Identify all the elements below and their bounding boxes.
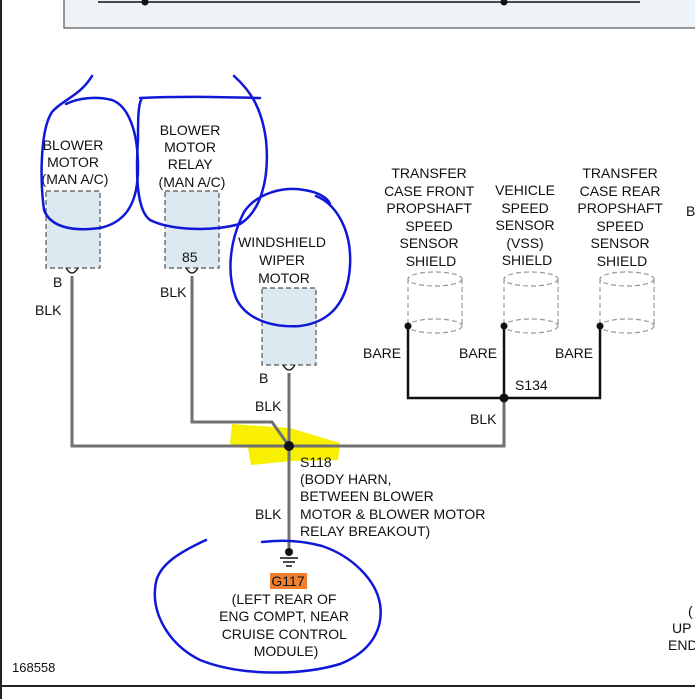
upper-splice-dot-right (500, 0, 508, 6)
annotation-circle-wiper-motor (229, 187, 352, 328)
windshield-wiper-motor-wire-label: BLK (255, 398, 282, 414)
splice-s134[interactable]: S134 BLK (470, 377, 548, 427)
annotation-circle-blower-motor (40, 74, 140, 231)
diagram-id: 168558 (12, 660, 55, 675)
vss-shield-top (503, 271, 559, 287)
g117-location-label: (LEFT REAR OF ENG COMPT, NEAR CRUISE CON… (219, 591, 353, 659)
annotation-circle-ground (153, 538, 382, 674)
blower-motor-relay-label: BLOWER MOTOR RELAY (MAN A/C) (159, 122, 226, 190)
blower-motor-relay-pin: 85 (182, 249, 198, 265)
g117-label: G117 (271, 573, 304, 589)
blower-motor-ground-wire[interactable] (70, 276, 289, 448)
right-edge-fragment-3: END (668, 637, 695, 653)
s134-to-s118-wire[interactable] (289, 398, 506, 448)
windshield-wiper-motor[interactable]: WINDSHIELD WIPER MOTOR B BLK (238, 234, 330, 414)
ground-connection-dot (285, 548, 293, 556)
vss-shield-bottom (503, 318, 559, 334)
windshield-wiper-motor-label: WINDSHIELD WIPER MOTOR (238, 234, 330, 286)
right-edge-fragment-b: B (686, 203, 695, 219)
blower-motor-wire-label: BLK (35, 302, 62, 318)
blower-motor-relay-wire-label: BLK (160, 284, 187, 300)
annotation-circle-relay (135, 74, 269, 231)
blower-motor-relay-ground-wire[interactable] (190, 276, 291, 447)
transfer-case-front-sensor-label: TRANSFER CASE FRONT PROPSHAFT SPEED SENS… (384, 165, 478, 269)
windshield-wiper-motor-pin: B (259, 370, 268, 386)
rear-shield-bottom (599, 318, 655, 334)
rear-shield-top (599, 271, 655, 287)
blower-motor-relay-terminal (185, 267, 199, 274)
g117-badge (270, 573, 307, 589)
transfer-case-rear-sensor-label: TRANSFER CASE REAR PROPSHAFT SPEED SENSO… (577, 165, 666, 269)
blower-motor-relay[interactable]: BLOWER MOTOR RELAY (MAN A/C) 85 BLK (159, 122, 226, 300)
blower-motor-pin: B (53, 274, 62, 290)
vss-shield-wire-label: BARE (459, 345, 497, 361)
ground-g117[interactable]: G117 (LEFT REAR OF ENG COMPT, NEAR CRUIS… (219, 548, 353, 659)
right-edge-fragment-1: ( (688, 603, 693, 619)
front-shield-top (407, 271, 463, 287)
blower-motor-terminal (65, 267, 79, 274)
hand-annotations (40, 74, 382, 674)
s118-wire-label: BLK (255, 506, 282, 522)
s134-wire-label: BLK (470, 411, 497, 427)
front-shield-bottom (407, 318, 463, 334)
transfer-case-rear-sensor-shield[interactable]: TRANSFER CASE REAR PROPSHAFT SPEED SENSO… (555, 165, 667, 361)
s134-dot (499, 393, 509, 403)
rear-shield-wire-label: BARE (555, 345, 593, 361)
upper-section-box (63, 0, 695, 29)
vehicle-speed-sensor-shield[interactable]: VEHICLE SPEED SENSOR (VSS) SHIELD BARE (459, 182, 559, 361)
splice-s118[interactable]: S118 (BODY HARN, BETWEEN BLOWER MOTOR & … (255, 441, 489, 539)
blower-motor-label: BLOWER MOTOR (MAN A/C) (42, 137, 109, 187)
upper-splice-dot-left (141, 0, 149, 6)
windshield-wiper-motor-terminal (282, 364, 296, 371)
s118-dot (284, 441, 294, 451)
transfer-case-front-sensor-shield[interactable]: TRANSFER CASE FRONT PROPSHAFT SPEED SENS… (363, 165, 478, 361)
right-edge-fragment-2: UP (672, 620, 691, 636)
front-shield-wire-label: BARE (363, 345, 401, 361)
s134-label: S134 (515, 377, 548, 393)
vehicle-speed-sensor-label: VEHICLE SPEED SENSOR (VSS) SHIELD (495, 182, 559, 268)
s118-label: S118 (BODY HARN, BETWEEN BLOWER MOTOR & … (300, 454, 489, 539)
